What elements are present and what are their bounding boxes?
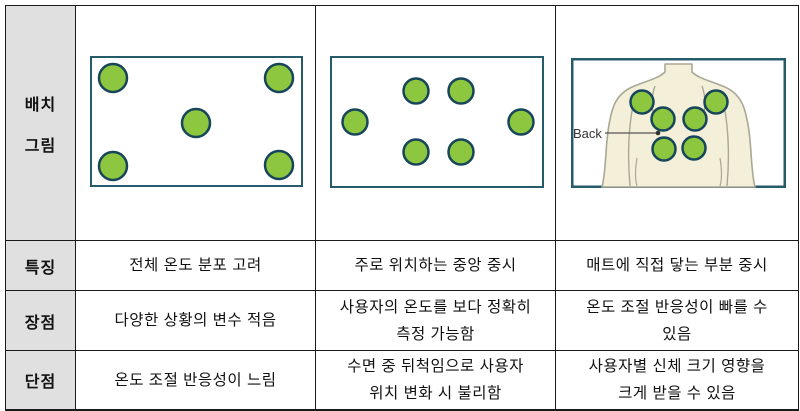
- sensor-dot: [97, 150, 129, 182]
- sensor-dot: [402, 77, 430, 105]
- diagram-cell-full-mat: [76, 6, 316, 241]
- diagram-cell-center: [316, 6, 556, 241]
- row-header-cons-label: 단점: [24, 374, 57, 391]
- placement-diagram-body-contact: Back: [571, 58, 786, 188]
- feature-cell-body-contact: 매트에 직접 닿는 부분 중시: [556, 241, 798, 291]
- sensor-dot: [651, 136, 677, 162]
- sensor-dot: [263, 62, 295, 94]
- back-annotation: Back: [573, 126, 661, 141]
- sensor-dot: [341, 108, 369, 136]
- back-leader-dot: [655, 130, 661, 136]
- sensor-dot: [682, 106, 708, 132]
- row-header-layout-line1: 배치: [24, 96, 57, 114]
- row-header-layout: 배치 그림: [6, 6, 76, 241]
- row-header-layout-line2: 그림: [24, 137, 57, 155]
- row-header-pros-label: 장점: [24, 314, 57, 332]
- sensor-dot: [650, 106, 676, 132]
- diagram-cell-body-contact: Back: [556, 6, 798, 241]
- row-header-pros: 장점: [6, 291, 76, 351]
- pros-cell-full-mat: 다양한 상황의 변수 적음: [76, 291, 316, 351]
- sensor-dot: [703, 89, 729, 115]
- sensor-dot: [402, 138, 430, 166]
- feature-cell-full-mat: 전체 온도 분포 고려: [76, 241, 316, 291]
- cons-cell-center: 수면 중 뒤척임으로 사용자 위치 변화 시 불리함: [316, 351, 556, 409]
- row-header-feature: 특징: [6, 241, 76, 291]
- cons-cell-body-contact: 사용자별 신체 크기 영향을 크게 받을 수 있음: [556, 351, 798, 409]
- sensor-dot: [507, 108, 535, 136]
- pros-cell-body-contact: 온도 조절 반응성이 빠를 수 있음: [556, 291, 798, 351]
- pros-cell-center: 사용자의 온도를 보다 정확히 측정 가능함: [316, 291, 556, 351]
- back-label: Back: [573, 126, 602, 141]
- sensor-dot: [681, 135, 707, 161]
- cons-cell-full-mat: 온도 조절 반응성이 느림: [76, 351, 316, 409]
- sensor-dot: [447, 138, 475, 166]
- row-header-cons: 단점: [6, 351, 76, 409]
- sensor-dot: [629, 89, 655, 115]
- sensor-dot: [447, 77, 475, 105]
- placement-diagram-center: [330, 56, 544, 188]
- row-header-feature-label: 특징: [24, 259, 57, 277]
- sensor-dot: [97, 62, 129, 94]
- sensor-dot: [180, 107, 212, 139]
- feature-cell-center: 주로 위치하는 중앙 중시: [316, 241, 556, 291]
- comparison-table: 배치 그림 Back: [5, 5, 799, 411]
- sensor-dot: [263, 149, 295, 181]
- placement-diagram-full-mat: [90, 56, 303, 187]
